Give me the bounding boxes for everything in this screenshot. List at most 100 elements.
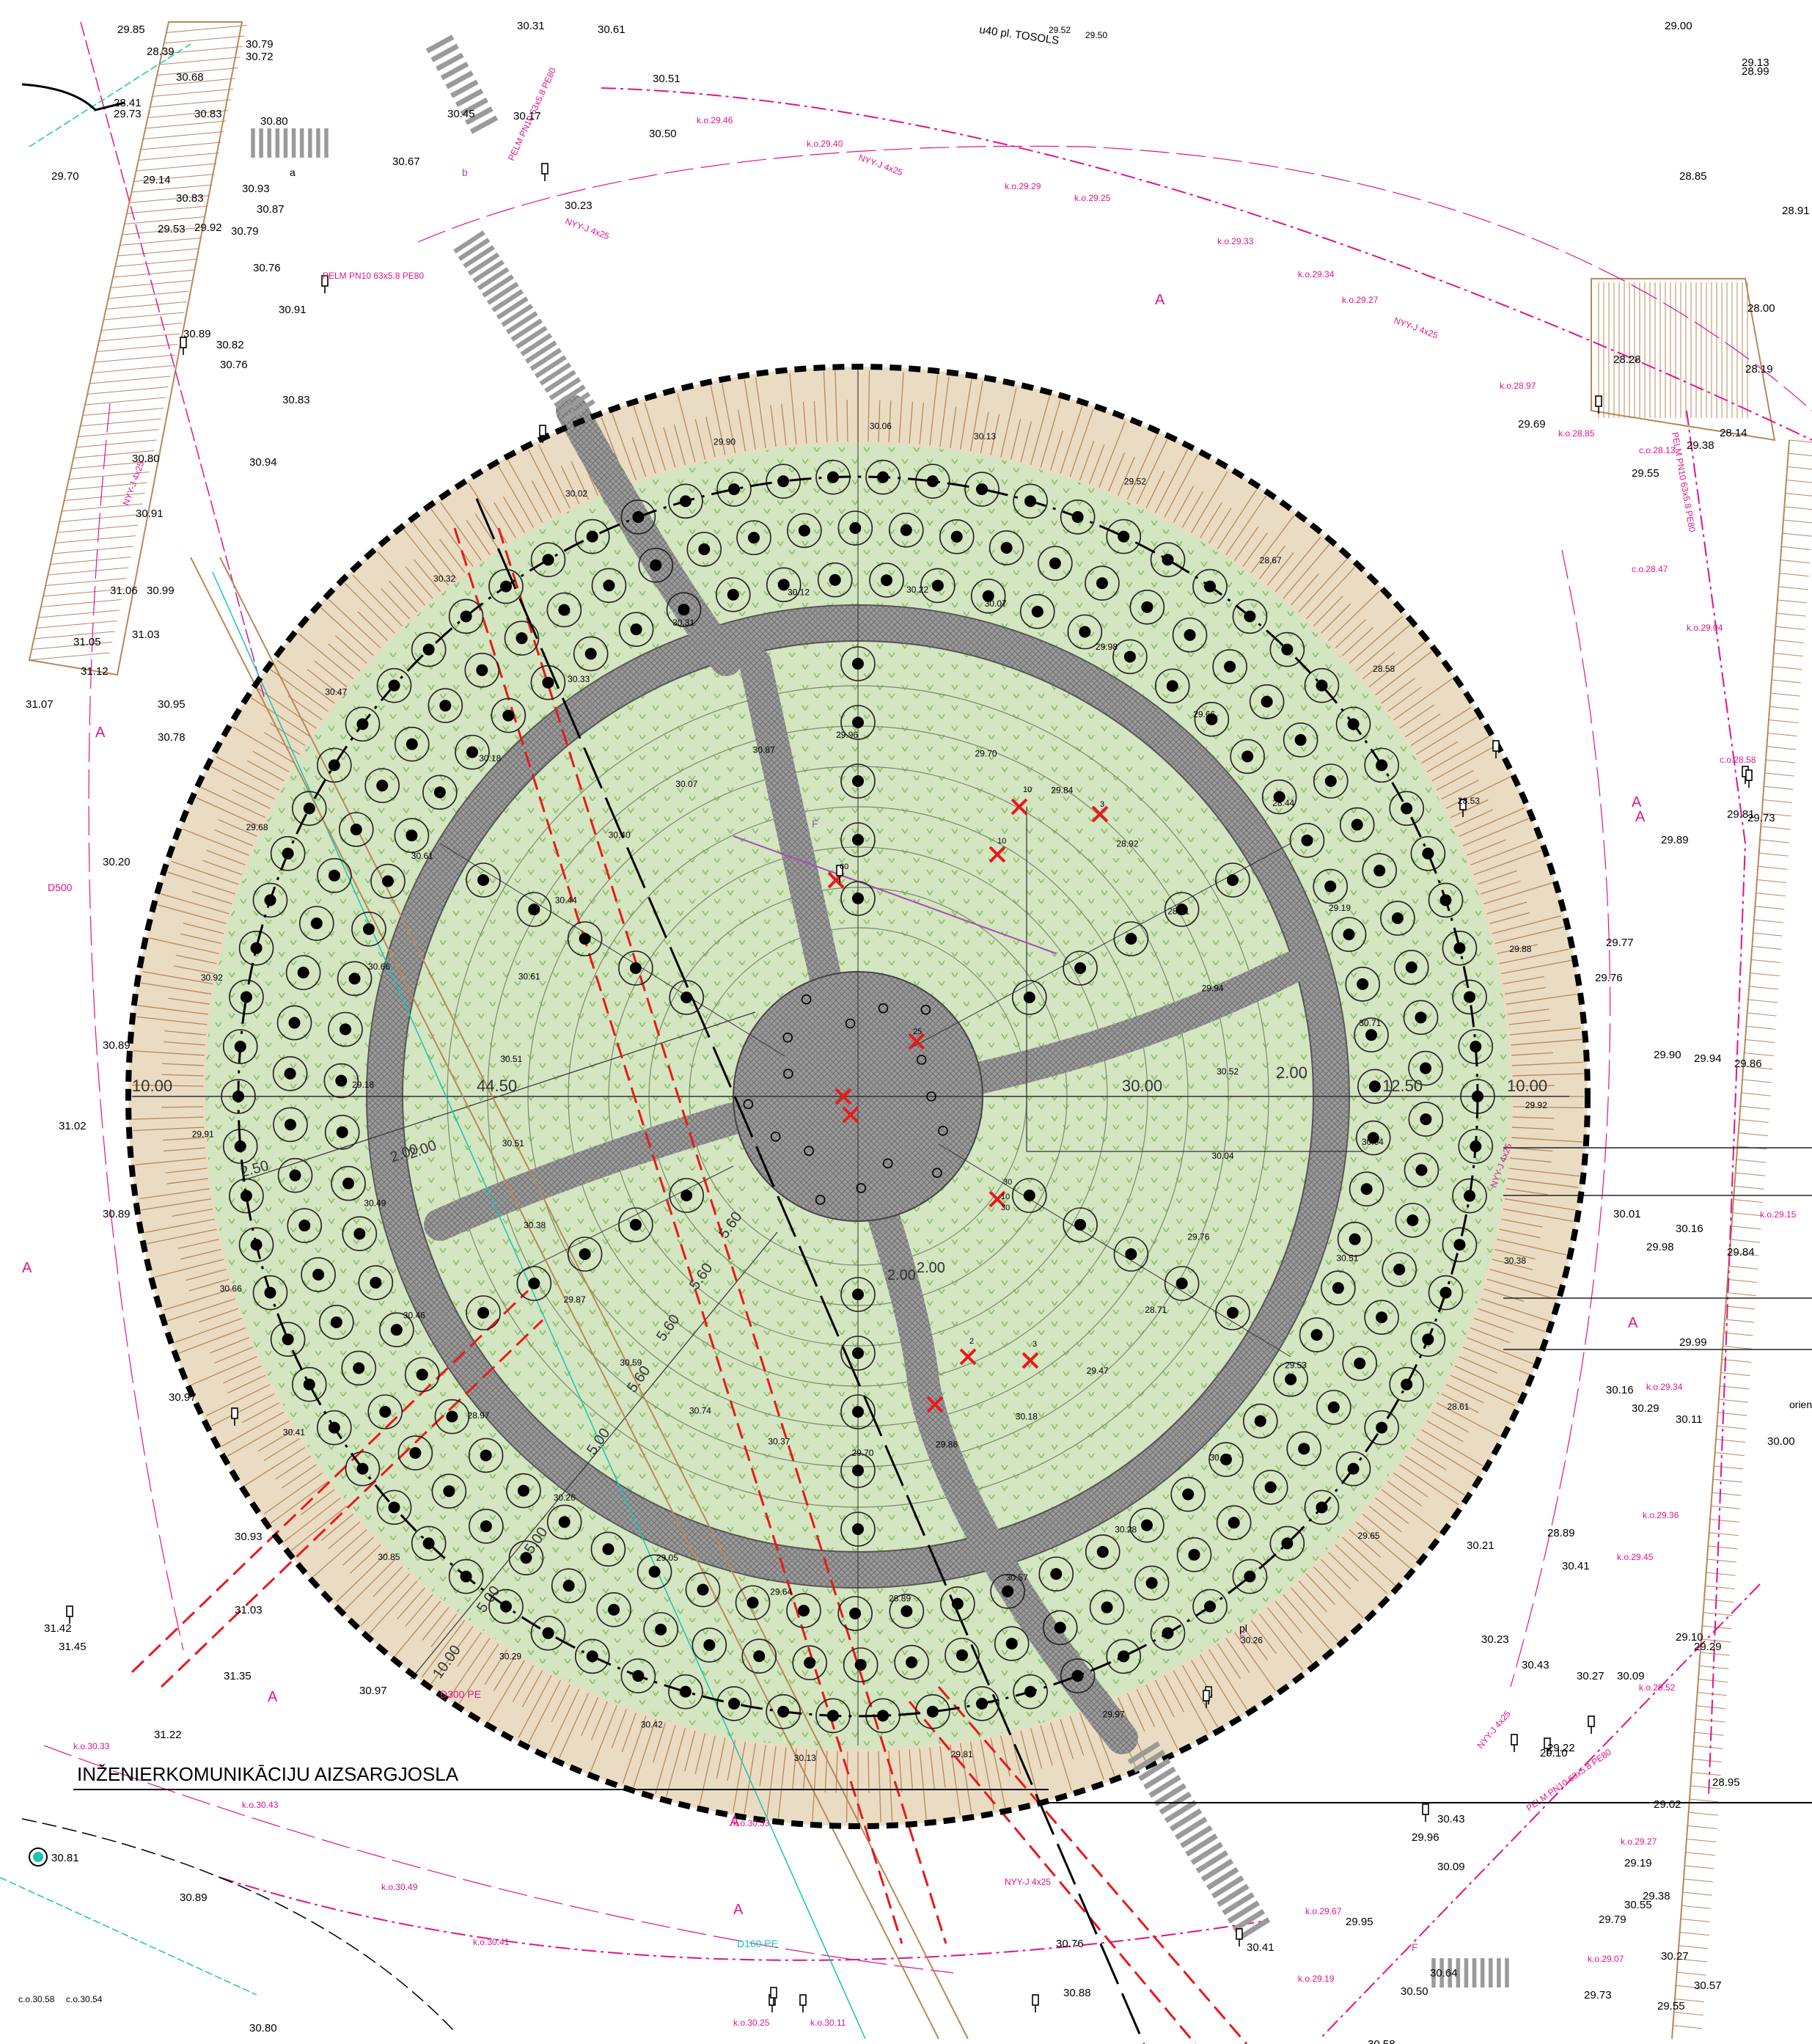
elevation-label: 30.80 bbox=[249, 2022, 277, 2034]
slope-tick bbox=[222, 1365, 262, 1384]
slope-tick bbox=[334, 635, 367, 664]
elevation-label: 28.71 bbox=[1145, 1305, 1167, 1315]
elevation-label: 31.06 bbox=[110, 585, 138, 597]
elevation-label: 30.33 bbox=[568, 674, 590, 684]
slope-tick bbox=[1040, 399, 1061, 468]
slope-tick bbox=[1313, 596, 1343, 627]
lamp-post-icon bbox=[541, 163, 549, 181]
slope-tick bbox=[172, 1208, 213, 1217]
slope-tick bbox=[1164, 454, 1198, 519]
slope-tick bbox=[344, 582, 396, 634]
slope-hatch bbox=[132, 370, 1584, 1823]
slope-tick bbox=[1497, 944, 1538, 954]
tree-marker bbox=[1313, 868, 1348, 904]
slope-tick bbox=[1720, 1372, 1750, 1377]
slope-tick bbox=[835, 370, 838, 442]
slope-tick bbox=[290, 1505, 348, 1551]
elevation-label: 30.07 bbox=[985, 598, 1007, 609]
slope-tick bbox=[1477, 1308, 1545, 1333]
slope-tick bbox=[101, 323, 183, 331]
tree-marker bbox=[229, 1178, 264, 1214]
utility-red-4 bbox=[908, 1701, 1197, 2044]
tree-marker bbox=[668, 1674, 703, 1710]
slope-tick bbox=[1688, 1812, 1718, 1816]
elevation-label: 30.44 bbox=[555, 895, 577, 906]
slope-tick bbox=[73, 450, 155, 458]
slope-tick bbox=[1679, 1945, 1709, 1949]
removed-tree-marker bbox=[926, 1396, 944, 1413]
elevation-label: 29.84 bbox=[1051, 785, 1073, 796]
elevation-label: 30.26 bbox=[1241, 1635, 1263, 1645]
slope-tick bbox=[766, 1746, 777, 1817]
elevation-label: 30.92 bbox=[201, 972, 223, 983]
elevation-label: 28.41 bbox=[114, 97, 142, 109]
slope-tick bbox=[1703, 1612, 1733, 1616]
slope-tick bbox=[581, 1697, 598, 1737]
slope-tick bbox=[112, 269, 194, 278]
elevation-label: 30.43 bbox=[1522, 1659, 1549, 1671]
slope-tick bbox=[141, 1198, 212, 1211]
slope-tick bbox=[813, 400, 818, 443]
misc-label: F bbox=[1412, 1941, 1418, 1953]
slope-tick bbox=[770, 405, 777, 447]
measure-tag: 30 bbox=[1001, 1204, 1010, 1212]
slope-tick bbox=[64, 493, 145, 501]
slope-tick bbox=[1747, 1012, 1777, 1016]
slope-tick bbox=[1368, 1505, 1402, 1533]
slope-tick bbox=[122, 227, 203, 235]
tree-marker bbox=[840, 822, 876, 857]
tree-marker bbox=[716, 472, 752, 507]
slope-tick bbox=[1497, 1239, 1567, 1256]
tree-marker bbox=[370, 863, 406, 899]
slope-tick bbox=[159, 56, 241, 65]
tree-marker bbox=[331, 1165, 366, 1201]
slope-tick bbox=[1494, 1248, 1536, 1260]
slope-tick bbox=[1060, 406, 1083, 474]
elevation-label: 29.95 bbox=[1346, 1916, 1373, 1928]
elevation-label: 29.81 bbox=[1727, 808, 1755, 821]
slope-tick bbox=[206, 849, 246, 865]
elevation-label: 30.43 bbox=[1437, 1813, 1465, 1825]
slope-tick bbox=[1473, 1317, 1514, 1333]
slope-tick bbox=[163, 1041, 205, 1046]
slope-tick bbox=[1701, 1638, 1731, 1643]
tree-marker bbox=[567, 921, 603, 956]
slope-tick bbox=[655, 1725, 676, 1794]
slope-tick bbox=[1756, 893, 1786, 897]
tree-marker bbox=[301, 1257, 336, 1292]
slope-tick bbox=[1705, 1585, 1735, 1589]
elevation-label: 29.98 bbox=[1096, 642, 1118, 652]
slope-tick bbox=[29, 652, 111, 661]
slope-tick bbox=[80, 418, 161, 427]
slope-tick bbox=[1320, 603, 1351, 634]
slope-tick bbox=[1685, 1852, 1715, 1856]
tree-marker bbox=[964, 472, 999, 507]
ko-label: k.o.29.29 bbox=[1005, 181, 1041, 191]
elevation-label: 30.28 bbox=[1115, 1525, 1137, 1535]
tree-marker bbox=[516, 1266, 552, 1301]
elevation-label: 29.65 bbox=[1358, 1531, 1380, 1541]
tree-marker bbox=[1242, 1403, 1278, 1439]
elevation-label: 30.55 bbox=[1624, 1899, 1652, 1911]
removed-tree-marker bbox=[1010, 798, 1028, 816]
slope-tick bbox=[1000, 387, 1017, 458]
misc-label: D160 PE bbox=[737, 1938, 778, 1949]
slope-tick bbox=[1676, 1971, 1706, 1976]
elevation-label: 30.59 bbox=[620, 1358, 642, 1368]
elevation-label: 28.53 bbox=[1458, 796, 1480, 806]
elevation-label: 29.73 bbox=[1584, 1989, 1612, 2001]
slope-tick bbox=[1335, 619, 1366, 649]
tree-marker bbox=[1060, 1658, 1096, 1693]
slope-tick bbox=[103, 312, 185, 320]
elevation-label: 30.16 bbox=[1606, 1384, 1634, 1396]
plaza-bollard bbox=[882, 1158, 893, 1169]
slope-tick bbox=[1509, 1028, 1581, 1036]
elevation-label: 30.16 bbox=[1676, 1223, 1703, 1235]
slope-tick bbox=[178, 1327, 246, 1354]
lamp-post-icon bbox=[1422, 1803, 1429, 1822]
tree-marker bbox=[1355, 1120, 1391, 1156]
slope-tick bbox=[1000, 1735, 1010, 1777]
slope-tick bbox=[1266, 552, 1294, 586]
slope-tick bbox=[898, 371, 904, 443]
spoke-path bbox=[739, 648, 841, 992]
